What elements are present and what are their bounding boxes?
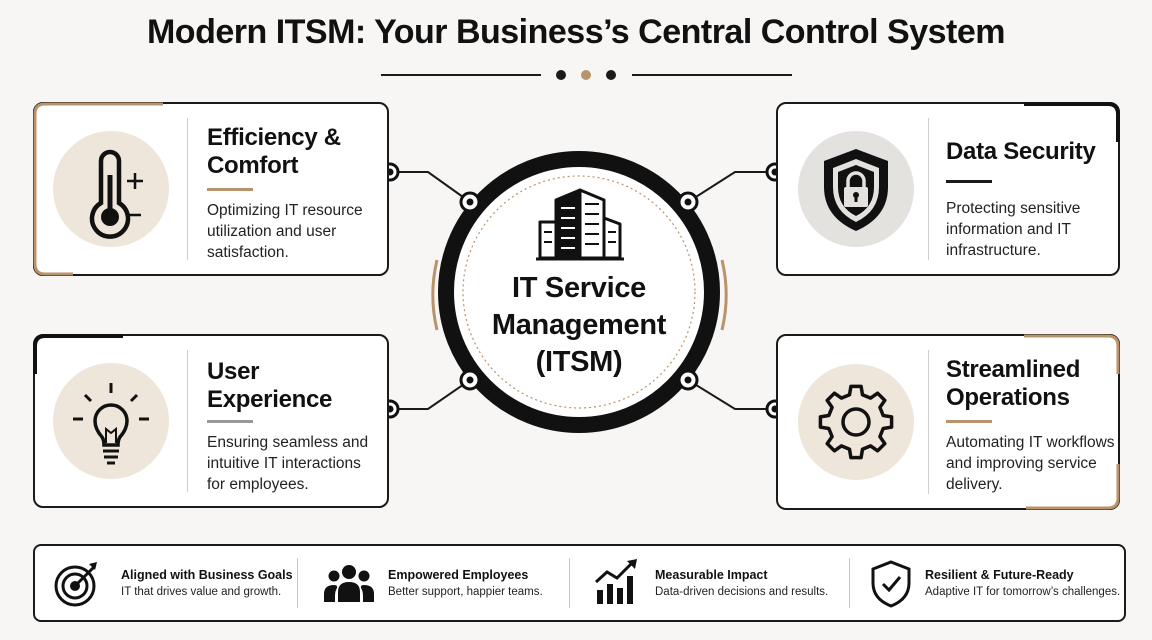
card-title-underline: [946, 180, 992, 183]
card-security: Data Security Protecting sensitive infor…: [776, 102, 1120, 276]
card-accent-corner: [33, 102, 163, 276]
hub-label: IT Service Management (ITSM): [491, 272, 667, 378]
benefit-item: Empowered Employees Better support, happ…: [322, 546, 572, 620]
benefit-title: Resilient & Future-Ready: [925, 568, 1074, 582]
benefit-item: Aligned with Business Goals IT that driv…: [53, 546, 303, 620]
growth-chart-icon: [594, 559, 637, 604]
icon-circle: [53, 131, 169, 247]
connector-bottom-right: [687, 379, 775, 410]
gear-icon: [818, 384, 894, 460]
lightbulb-icon: [73, 383, 149, 465]
icon-circle: [798, 131, 914, 247]
benefit-description: Adaptive IT for tomorrow’s challenges.: [925, 586, 1121, 598]
benefit-title: Measurable Impact: [655, 568, 768, 582]
card-accent-corner: [1024, 102, 1120, 142]
card-description: Automating IT workflows and improving se…: [946, 434, 1115, 493]
benefit-description: Better support, happier teams.: [388, 586, 543, 598]
hub-ring: [438, 151, 720, 433]
icon-circle: [53, 363, 169, 479]
title-dot-left: [556, 70, 566, 80]
thermometer-icon: [89, 149, 143, 239]
hub-inner-dotted: [462, 175, 696, 409]
hub-accent-arc-right: [720, 259, 728, 331]
card-description: Protecting sensitive information and IT …: [946, 200, 1081, 259]
title-dot-right: [606, 70, 616, 80]
benefit-item: Measurable Impact Data-driven decisions …: [593, 546, 853, 620]
card-accent-corner: [33, 334, 123, 374]
card-title-underline: [207, 188, 253, 191]
hub-accent-arc-left: [431, 259, 439, 331]
card-title: Data Security: [946, 138, 1096, 165]
benefit-description: IT that drives value and growth.: [121, 586, 282, 598]
card-description: Ensuring seamless and intuitive IT inter…: [207, 434, 369, 493]
card-experience: User Experience Ensuring seamless and in…: [33, 334, 389, 508]
target-icon: [54, 562, 97, 607]
card-title: Streamlined Operations: [946, 356, 1081, 411]
team-icon: [324, 565, 374, 602]
connector-top-right: [687, 171, 775, 203]
benefits-strip: Aligned with Business Goals IT that driv…: [33, 544, 1126, 622]
card-operations: Streamlined Operations Automating IT wor…: [776, 334, 1120, 510]
shield-lock-icon: [824, 149, 888, 231]
title-dot-center: [581, 70, 591, 80]
gear-outline: [818, 384, 894, 460]
benefit-title: Empowered Employees: [388, 568, 529, 582]
benefit-item: Resilient & Future-Ready Adaptive IT for…: [871, 546, 1121, 620]
icon-circle: [798, 364, 914, 480]
shield-check-icon: [871, 560, 911, 608]
connector-top-left: [390, 171, 471, 203]
card-title-underline: [207, 420, 253, 423]
title-rule-right: [632, 74, 792, 76]
page-title: Modern ITSM: Your Business’s Central Con…: [146, 13, 1006, 51]
connector-bottom-left: [390, 379, 471, 410]
title-rule-left: [381, 74, 541, 76]
card-description: Optimizing IT resource utilization and u…: [207, 202, 363, 261]
card-efficiency: Efficiency & Comfort Optimizing IT resou…: [33, 102, 389, 276]
card-title: User Experience: [207, 358, 333, 413]
card-title-underline: [946, 420, 992, 423]
benefit-title: Aligned with Business Goals: [121, 568, 293, 582]
card-title: Efficiency & Comfort: [207, 124, 341, 179]
benefit-description: Data-driven decisions and results.: [655, 586, 829, 598]
card-accent-corner: [1024, 334, 1120, 510]
